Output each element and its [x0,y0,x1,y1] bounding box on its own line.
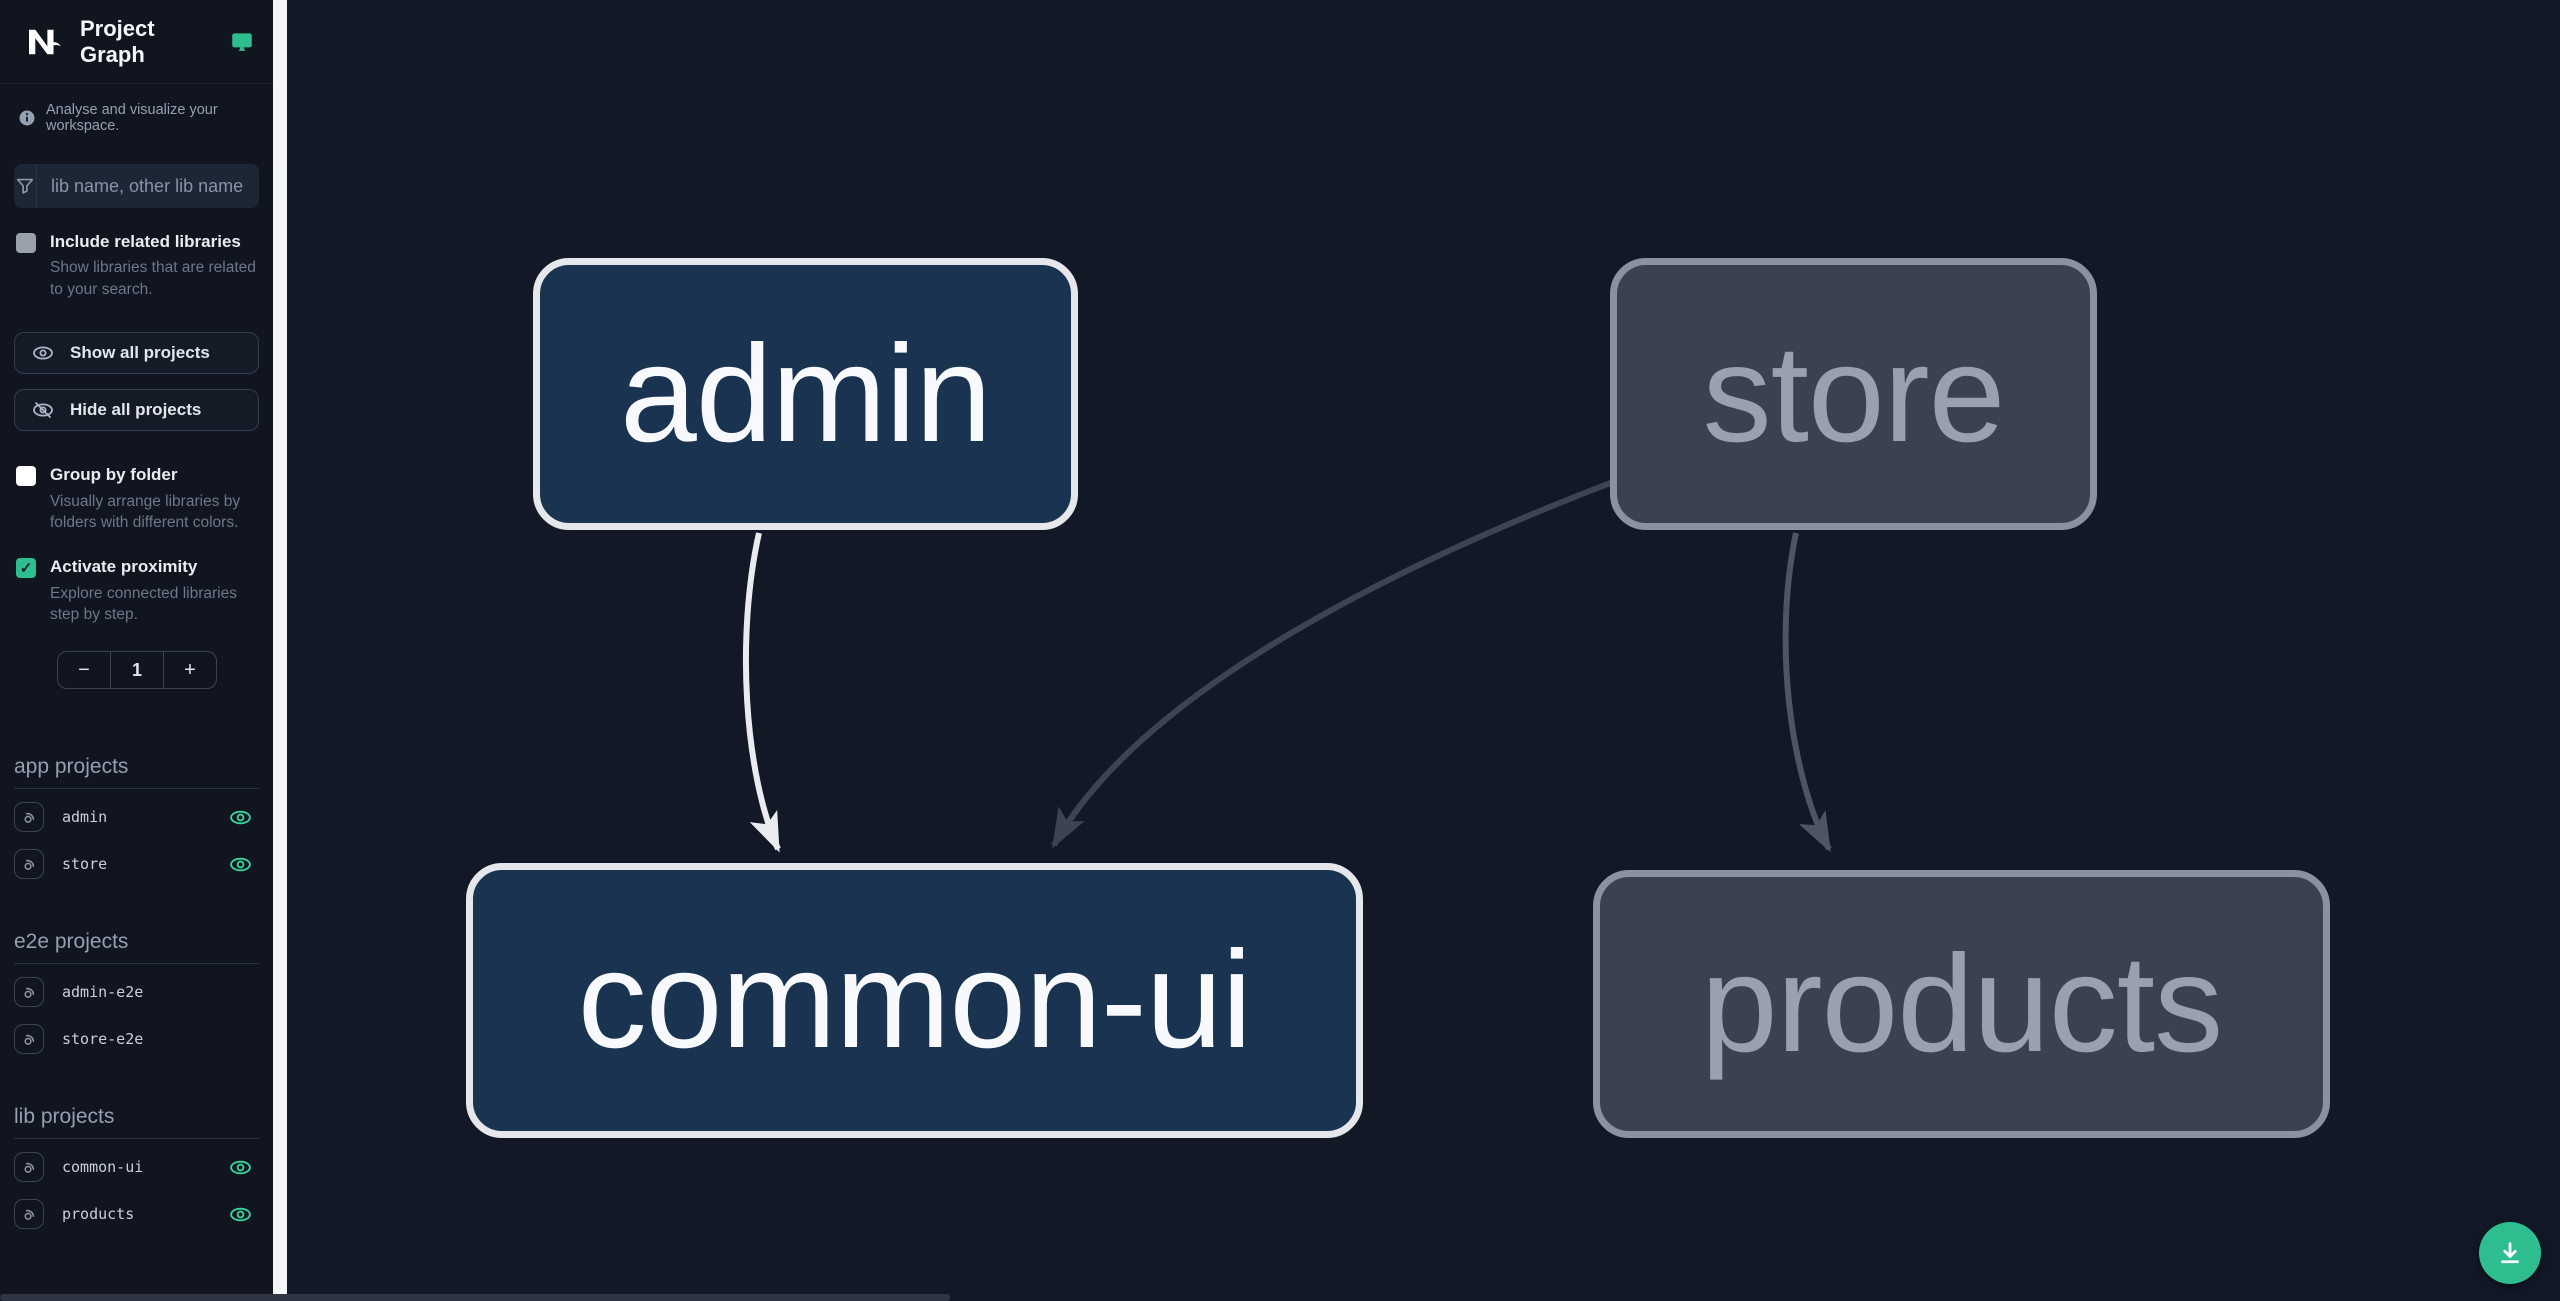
activate-proximity-option: Activate proximity Explore connected lib… [16,557,259,625]
proximity-decrement-button[interactable]: − [58,652,110,688]
page-title: Project Graph [80,15,155,67]
graph-node-admin[interactable]: admin [533,258,1078,530]
project-name: products [62,1205,135,1224]
graph-edge-store-to-products[interactable] [1782,532,1832,853]
section-lib-projects: lib projects common-ui products [14,1105,259,1234]
sidebar: Project Graph Analyse and visualize your… [0,0,273,1301]
project-row-store[interactable]: store [14,844,259,884]
app-header: Project Graph [0,0,273,84]
graph-edge-admin-to-common-ui[interactable] [742,532,781,853]
section-title: lib projects [14,1105,259,1140]
proximity-increment-button[interactable]: + [163,652,216,689]
tagline-text: Analyse and visualize your workspace. [46,102,218,134]
visibility-eye-icon[interactable] [228,1202,253,1227]
eye-off-icon [31,398,55,422]
section-title: e2e projects [14,930,259,965]
project-icon[interactable] [14,977,44,1008]
sidebar-scrollbar-track[interactable] [273,0,287,1301]
show-all-projects-label: Show all projects [70,343,210,363]
section-e2e-projects: e2e projects admin-e2e store-e2e [14,930,259,1059]
project-icon[interactable] [14,849,44,880]
project-row-admin-e2e[interactable]: admin-e2e [14,972,259,1012]
tagline-row: Analyse and visualize your workspace. [18,102,265,134]
include-related-checkbox[interactable] [16,233,36,253]
funnel-icon [14,164,37,208]
include-related-option: Include related libraries Show libraries… [16,232,259,300]
group-by-folder-label[interactable]: Group by folder [50,465,178,485]
project-name: store [62,855,108,874]
project-name: admin-e2e [62,983,144,1002]
visibility-eye-icon[interactable] [228,1155,253,1180]
project-row-admin[interactable]: admin [14,797,259,837]
hide-all-projects-label: Hide all projects [70,400,202,420]
project-row-common-ui[interactable]: common-ui [14,1147,259,1187]
graph-node-store[interactable]: store [1610,258,2097,530]
project-icon[interactable] [14,802,44,833]
graph-edge-store-to-common-ui[interactable] [1051,479,1615,849]
project-sections: app projects admin store e2e projects admin-… [14,755,259,1234]
project-icon[interactable] [14,1152,44,1183]
group-by-folder-option: Group by folder Visually arrange librari… [16,465,259,533]
download-icon [2496,1239,2524,1267]
download-graph-button[interactable] [2479,1222,2541,1284]
monitor-icon[interactable] [229,29,255,55]
filter-box [14,164,259,208]
project-row-store-e2e[interactable]: store-e2e [14,1019,259,1059]
project-name: common-ui [62,1158,144,1177]
nx-logo [22,21,64,63]
section-app-projects: app projects admin store [14,755,259,884]
include-related-label[interactable]: Include related libraries [50,232,241,251]
eye-icon [31,341,55,365]
proximity-value: 1 [110,652,163,689]
horizontal-scrollbar-thumb[interactable] [0,1294,950,1301]
filter-input[interactable] [37,164,259,208]
activate-proximity-label[interactable]: Activate proximity [50,557,198,577]
hide-all-projects-button[interactable]: Hide all projects [14,389,259,432]
show-all-projects-button[interactable]: Show all projects [14,332,259,375]
visibility-eye-icon[interactable] [228,852,253,877]
activate-proximity-checkbox[interactable] [16,558,36,579]
info-icon [18,109,36,127]
group-by-folder-description: Visually arrange libraries by folders wi… [50,492,241,531]
activate-proximity-description: Explore connected libraries step by step… [50,584,237,624]
project-row-products[interactable]: products [14,1194,259,1234]
visibility-eye-icon[interactable] [228,805,253,830]
section-title: app projects [14,755,259,790]
project-name: admin [62,808,108,827]
graph-node-products[interactable]: products [1593,870,2330,1138]
project-icon[interactable] [14,1024,44,1055]
proximity-stepper: − 1 + [57,651,217,690]
include-related-description: Show libraries that are related to your … [50,259,256,298]
project-name: store-e2e [62,1030,144,1049]
group-by-folder-checkbox[interactable] [16,466,36,487]
graph-node-common-ui[interactable]: common-ui [466,863,1363,1138]
project-icon[interactable] [14,1199,44,1230]
